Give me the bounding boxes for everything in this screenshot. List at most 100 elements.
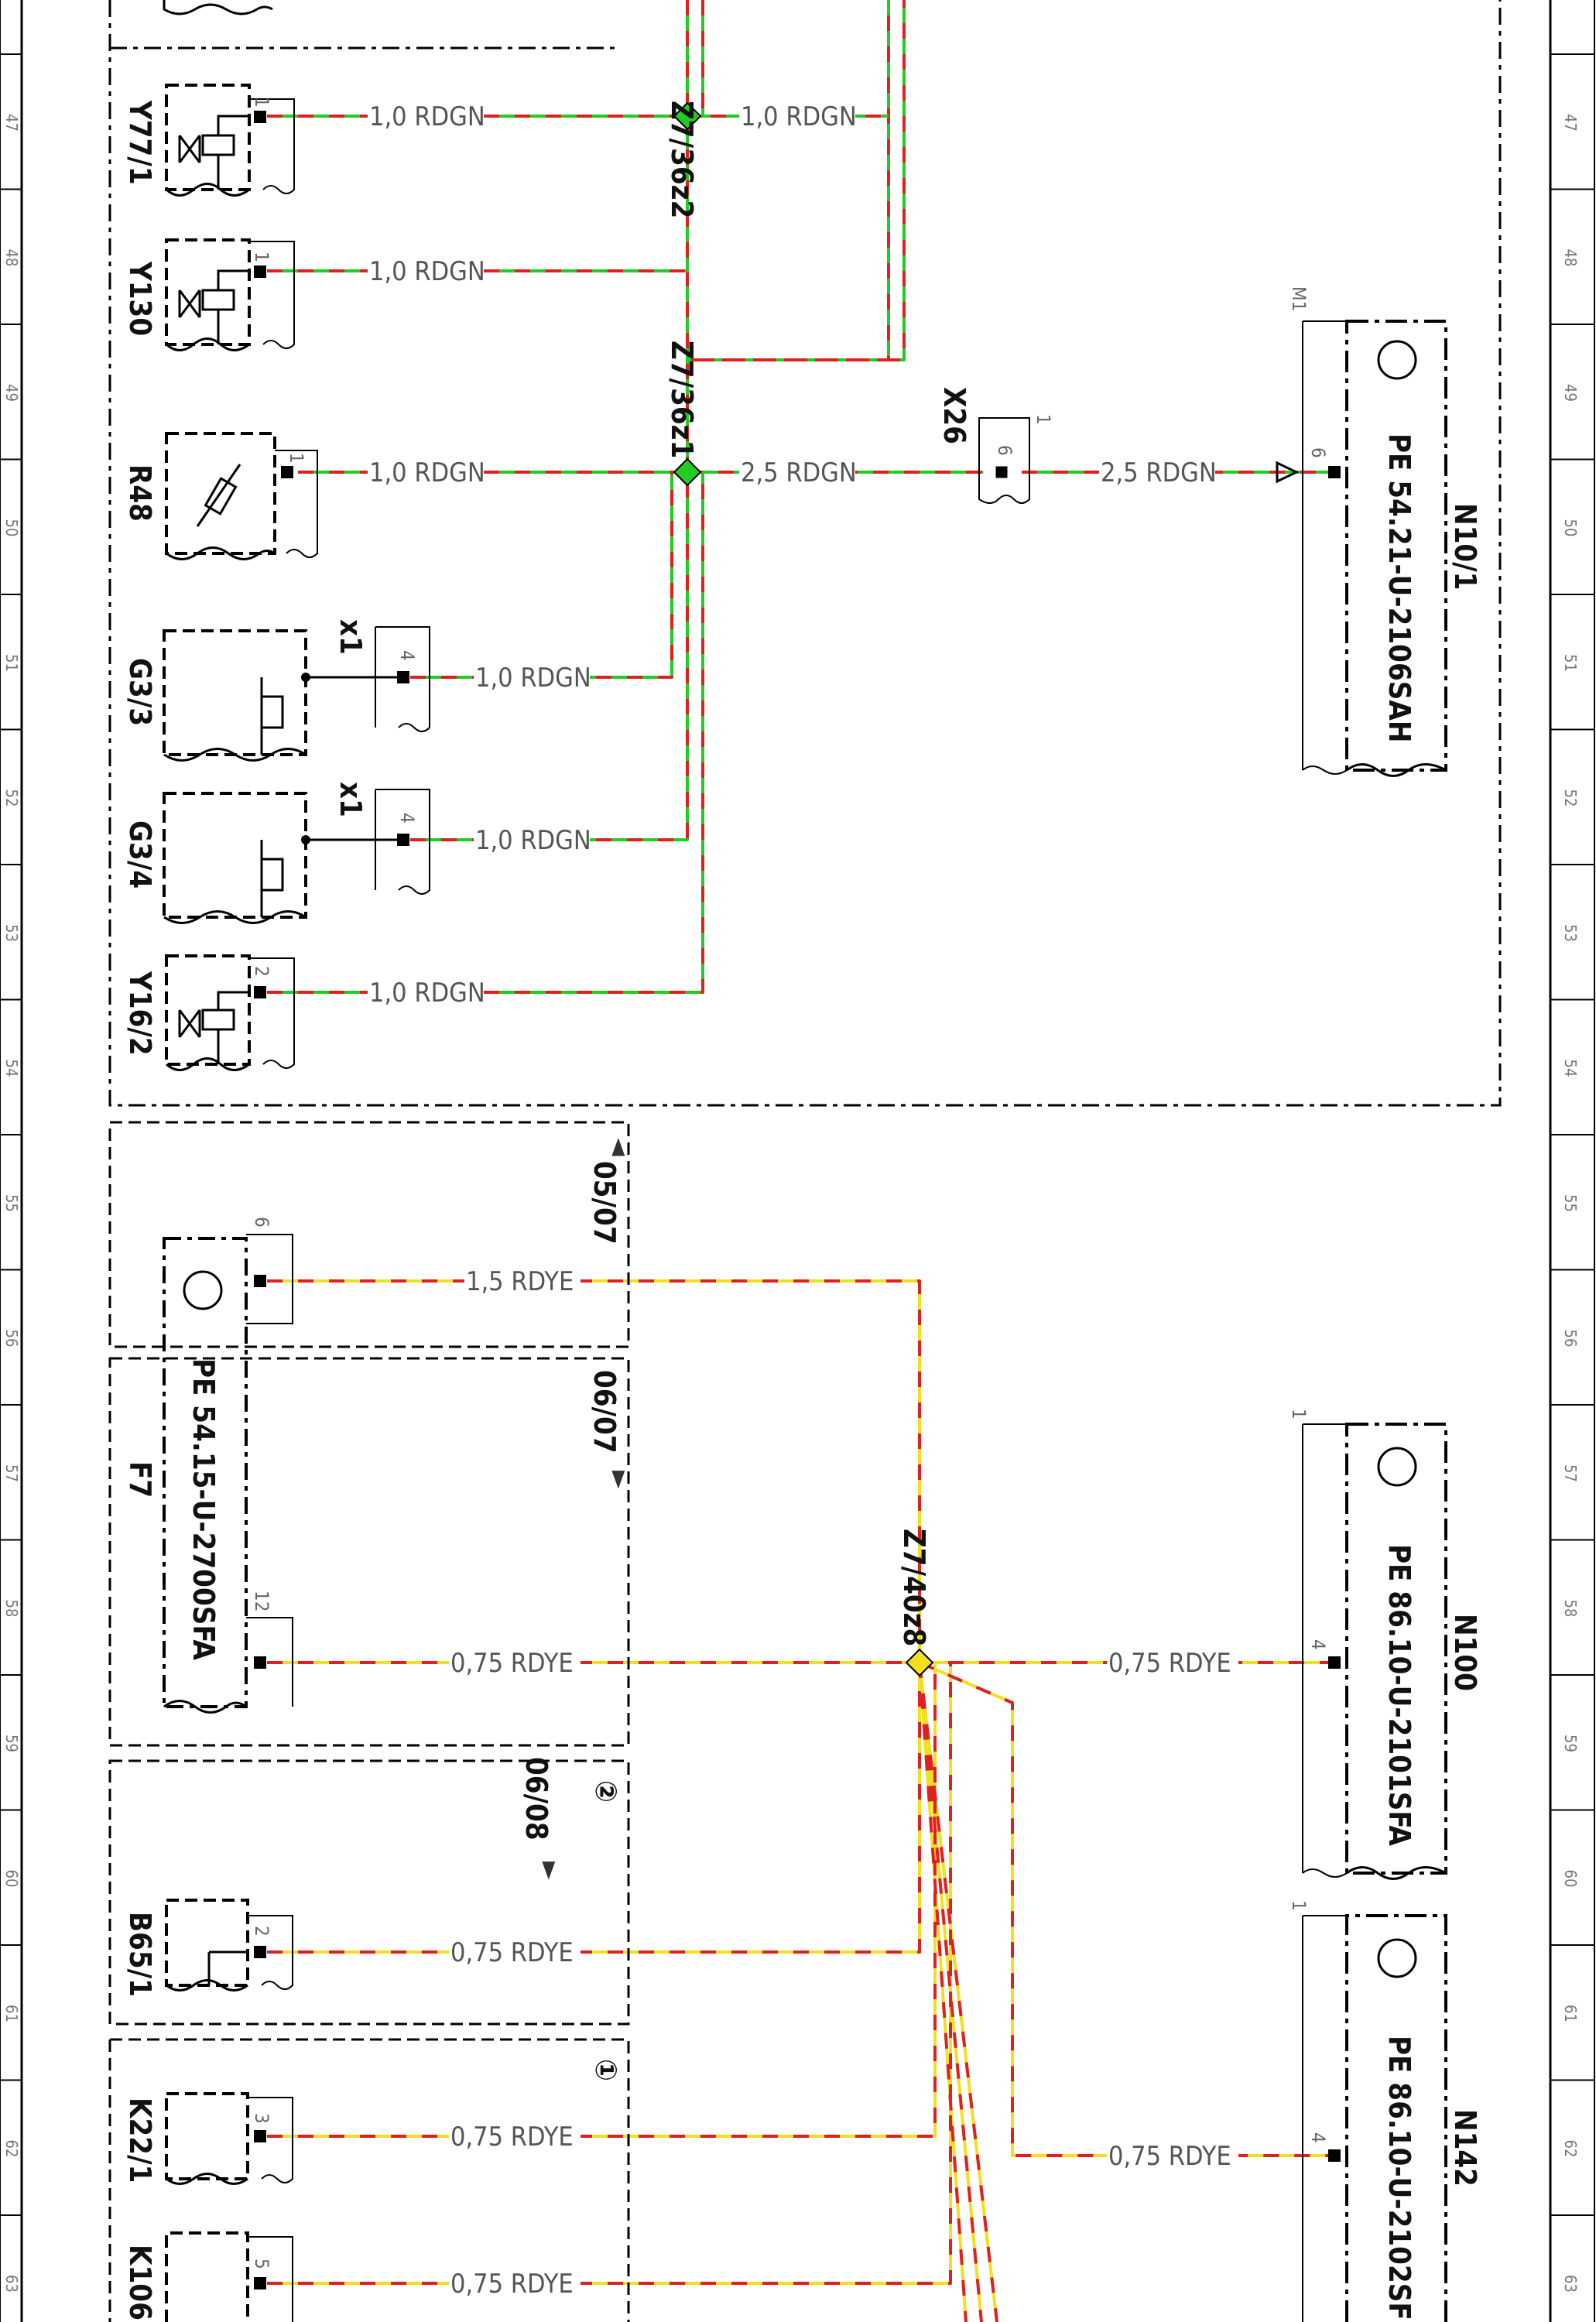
wire-labels: 1,0 RDGN 1,0 RDGN 1,0 RDGN 1,0 RDGN 2,5 …: [368, 101, 1238, 2300]
pe-ref-f7: PE 54.15-U-2700SFA: [187, 1358, 221, 1660]
ruler-row-number: 55: [2, 1194, 21, 1212]
ruler-row-number: 61: [2, 2005, 21, 2022]
component-label-y130: Y130: [123, 261, 157, 336]
wire-label: 0,75 RDYE: [1108, 1648, 1231, 1679]
circle-note-2: ②: [589, 1780, 623, 1803]
pe-ref-n100: PE 86.10-U-2101SFA: [1382, 1544, 1416, 1846]
wire-label: 1,0 RDGN: [475, 825, 591, 856]
ruler-row-number: 47: [2, 114, 21, 132]
valve-icon: [178, 991, 249, 1064]
wire-label: 1,0 RDGN: [369, 457, 485, 488]
circle-note-1: ①: [589, 2059, 623, 2081]
top-enclosure: [108, 0, 1502, 1107]
pin-number: 1: [251, 97, 272, 108]
pe-ref-n142: PE 86.10-U-2102SF: [1382, 2036, 1416, 2320]
pin-number: 6: [994, 445, 1015, 456]
component-k22-1: [165, 2092, 293, 2185]
ruler-row-number: 57: [2, 1464, 21, 1482]
ruler-row-number: 63: [1561, 2275, 1580, 2293]
note-06-08: 06/08: [519, 1757, 553, 1841]
rdye-wires: [267, 1279, 1331, 2322]
note-06-07: 06/07: [587, 1370, 622, 1454]
pin-number: 4: [1307, 2132, 1329, 2143]
connector-label-x26: X26: [937, 387, 971, 444]
component-label-k22-1: K22/1: [123, 2098, 157, 2183]
wire-label: 2,5 RDGN: [1101, 457, 1217, 488]
pin-number: 6: [251, 1217, 272, 1228]
pin-number: 4: [396, 650, 418, 661]
ruler-row-number: 48: [1561, 249, 1580, 267]
ruler-row-number: 58: [2, 1600, 21, 1618]
ruler-row-number: 54: [1561, 1060, 1580, 1077]
rdgn-wires: [267, 0, 1331, 994]
wire-label: 1,5 RDYE: [466, 1266, 574, 1297]
component-label-n142: N142: [1448, 2109, 1482, 2187]
component-label-n10-1: N10/1: [1448, 503, 1482, 590]
ruler-row-number: 52: [2, 789, 21, 807]
wire-label: 1,0 RDGN: [369, 101, 485, 132]
pin-number: 12: [251, 1591, 272, 1611]
component-n10-1: [1276, 320, 1447, 777]
thermistor-icon: [196, 464, 241, 527]
arrow-icon: ►: [535, 1861, 566, 1880]
wire-label: 0,75 RDYE: [450, 1648, 574, 1679]
component-label-f7: F7: [123, 1461, 157, 1498]
ruler-row-number: 49: [1561, 384, 1580, 402]
connector-x26: [978, 417, 1030, 504]
partial-top-component: [163, 0, 273, 15]
valve-icon: [178, 115, 249, 190]
ruler-row-number: 51: [2, 654, 21, 672]
component-label-g3-4: G3/4: [123, 820, 157, 889]
ruler-row-number: 48: [2, 249, 21, 267]
ruler-row-number: 52: [1561, 789, 1580, 807]
component-y130: [165, 238, 295, 351]
component-label-b65-1: B65/1: [123, 1912, 157, 1997]
component-label-k106: K106: [123, 2245, 157, 2320]
component-y77-1: [165, 84, 295, 197]
ruler-row-number: 55: [1561, 1194, 1580, 1212]
wire-label: 1,0 RDGN: [741, 101, 857, 132]
splice-z7-36z2: [673, 101, 702, 131]
wire-label: 2,5 RDGN: [741, 457, 857, 488]
transistor-icon: [1377, 1447, 1417, 1487]
component-label-y77-1: Y77/1: [123, 100, 157, 185]
component-label-y16-2: Y16/2: [123, 971, 157, 1056]
connector-label: x1: [334, 782, 368, 817]
component-label-n100: N100: [1448, 1614, 1482, 1691]
ruler-row-number: 56: [1561, 1330, 1580, 1348]
pin-number: 6: [1307, 447, 1329, 458]
ruler-row-number: 51: [1561, 654, 1580, 672]
ruler-row-number: 59: [1561, 1735, 1580, 1752]
pin-number: 3: [251, 2113, 272, 2124]
component-n142: [1302, 1914, 1447, 2322]
splice-label-z7-40z8: Z7/40z8: [897, 1529, 931, 1646]
transistor-icon: [183, 1270, 223, 1310]
ruler-row-number: 53: [2, 924, 21, 942]
component-f7: [163, 1234, 293, 1714]
ruler-row-number: 60: [2, 1870, 21, 1888]
component-label-r48: R48: [123, 464, 157, 522]
component-label-g3-3: G3/3: [123, 658, 157, 726]
wire-label: 1,0 RDGN: [369, 256, 485, 287]
ruler-row-number: 47: [1561, 114, 1580, 132]
transistor-icon: [1377, 340, 1417, 380]
ruler-row-number: 59: [2, 1735, 21, 1752]
component-k106: [165, 2231, 293, 2322]
arrow-icon: ►: [604, 1471, 635, 1489]
pe-ref-n10-1: PE 54.21-U-2106SAH: [1382, 433, 1416, 742]
pin-number: 2: [251, 966, 272, 977]
splice-z7-36z1: [673, 457, 702, 487]
splice-z7-40z8: [905, 1648, 934, 1677]
ruler-row-number: 50: [1561, 519, 1580, 537]
pin-number: 1: [286, 453, 307, 464]
ruler-row-number: 53: [1561, 924, 1580, 942]
component-y16-2: [165, 954, 295, 1071]
pin-number: 1: [251, 252, 272, 262]
pin-number: 2: [251, 1926, 272, 1937]
ruler-row-number: 62: [1561, 2140, 1580, 2158]
arrow-icon: ◄: [604, 1138, 635, 1156]
ruler-row-number: 63: [2, 2275, 21, 2293]
tag-m1: M1: [1288, 286, 1310, 311]
